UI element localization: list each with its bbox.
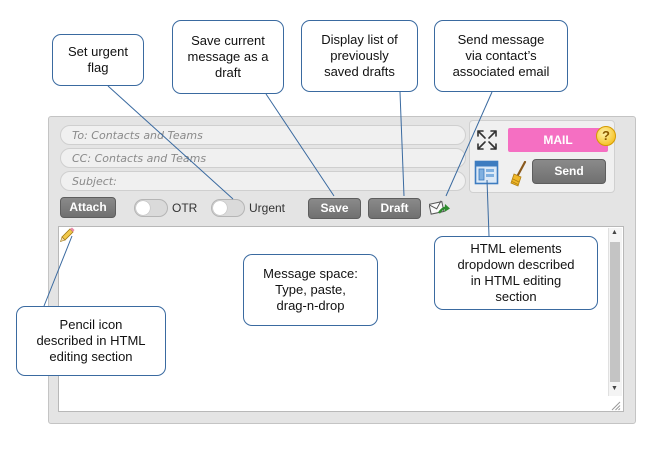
otr-toggle-knob bbox=[136, 201, 150, 215]
urgent-toggle[interactable] bbox=[211, 199, 245, 217]
callout-draft-text: Display list of previously saved drafts bbox=[321, 32, 398, 79]
callout-pencil: Pencil icon described in HTML editing se… bbox=[16, 306, 166, 376]
callout-send-text: Send message via contact’s associated em… bbox=[452, 32, 550, 79]
help-icon[interactable]: ? bbox=[596, 126, 616, 146]
broom-icon[interactable] bbox=[510, 161, 528, 187]
callout-message-text: Message space: Type, paste, drag-n-drop bbox=[263, 266, 358, 313]
save-leader-line bbox=[265, 93, 335, 197]
callout-draft: Display list of previously saved drafts bbox=[301, 20, 418, 92]
callout-send: Send message via contact’s associated em… bbox=[434, 20, 568, 92]
urgent-label: Urgent bbox=[249, 201, 286, 215]
cc-field[interactable]: CC: Contacts and Teams bbox=[60, 148, 466, 168]
subject-field[interactable]: Subject: bbox=[60, 171, 466, 191]
send-button[interactable]: Send bbox=[532, 159, 606, 184]
pencil-leader-line bbox=[43, 235, 73, 307]
save-button[interactable]: Save bbox=[308, 198, 361, 219]
scroll-up-arrow-icon[interactable]: ▲ bbox=[611, 229, 618, 236]
callout-html-text: HTML elements dropdown described in HTML… bbox=[457, 241, 575, 304]
to-field[interactable]: To: Contacts and Teams bbox=[60, 125, 466, 145]
pencil-icon[interactable] bbox=[59, 227, 75, 243]
resize-grip-icon[interactable] bbox=[610, 400, 621, 411]
editor-scroll-thumb[interactable] bbox=[610, 242, 620, 382]
draft-leader-line bbox=[399, 91, 405, 197]
callout-save: Save current message as a draft bbox=[172, 20, 284, 94]
expand-arrows-icon[interactable] bbox=[475, 128, 499, 152]
callout-html: HTML elements dropdown described in HTML… bbox=[434, 236, 598, 310]
otr-label: OTR bbox=[172, 201, 198, 215]
send-leader-line bbox=[445, 91, 493, 197]
callout-urgent: Set urgent flag bbox=[52, 34, 144, 86]
mail-button[interactable]: MAIL bbox=[508, 128, 608, 152]
scroll-down-arrow-icon[interactable]: ▼ bbox=[611, 385, 618, 392]
callout-pencil-text: Pencil icon described in HTML editing se… bbox=[36, 317, 146, 364]
urgent-toggle-knob bbox=[213, 201, 227, 215]
callout-message: Message space: Type, paste, drag-n-drop bbox=[243, 254, 378, 326]
urgent-leader-line bbox=[107, 85, 234, 200]
draft-button[interactable]: Draft bbox=[368, 198, 421, 219]
html-elements-icon[interactable] bbox=[474, 160, 499, 185]
attach-button[interactable]: Attach bbox=[60, 197, 116, 218]
callout-save-text: Save current message as a draft bbox=[187, 33, 269, 80]
html-leader-line bbox=[486, 179, 490, 237]
callout-urgent-text: Set urgent flag bbox=[68, 44, 128, 75]
envelope-arrow-icon[interactable] bbox=[429, 199, 451, 217]
otr-toggle[interactable] bbox=[134, 199, 168, 217]
